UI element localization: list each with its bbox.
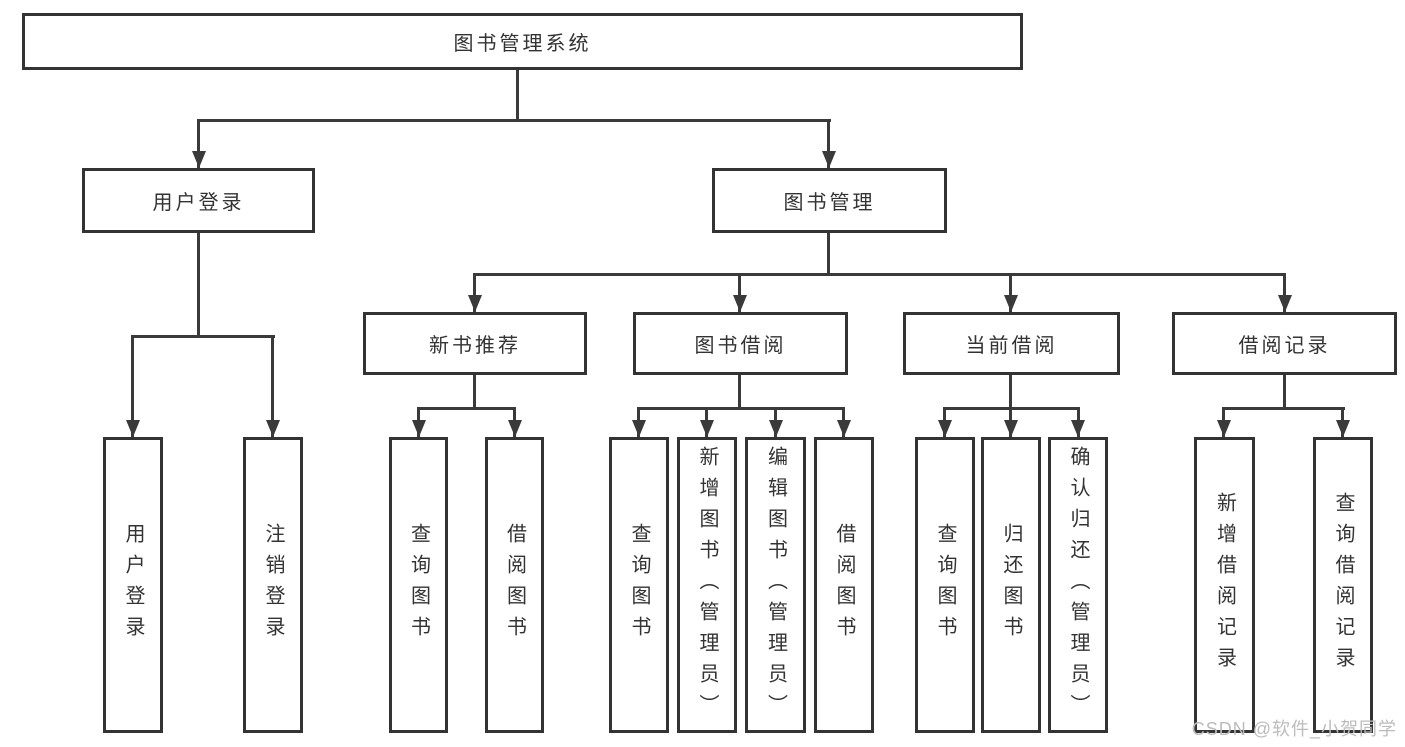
connector-hline	[198, 119, 831, 122]
arrowhead-down	[468, 295, 482, 312]
connector-vline	[738, 375, 741, 407]
connector-vline	[738, 273, 741, 312]
arrowhead-down	[769, 420, 783, 437]
arrowhead-down	[632, 420, 646, 437]
node-confirm-return-admin: 确认归还（管理员）	[1048, 437, 1108, 733]
node-add-borrow-record: 新增借阅记录	[1194, 437, 1255, 733]
leaf-label: 借阅图书	[503, 523, 526, 647]
leaf-label: 编辑图书（管理员）	[764, 445, 787, 725]
leaf-label: 注销登录	[262, 523, 284, 647]
connector-vline	[1009, 375, 1012, 407]
arrowhead-down	[1278, 295, 1292, 312]
leaf-label: 归还图书	[1000, 523, 1022, 647]
arrowhead-down	[822, 151, 836, 168]
connector-vline	[131, 335, 134, 437]
arrowhead-down	[733, 295, 747, 312]
arrowhead-down	[412, 420, 426, 437]
node-return-books: 归还图书	[981, 437, 1041, 733]
node-book-management: 图书管理	[712, 168, 947, 233]
connector-vline	[1009, 273, 1012, 312]
leaf-label: 确认归还（管理员）	[1067, 445, 1089, 725]
leaf-label: 新增借阅记录	[1213, 492, 1236, 678]
connector-vline	[516, 70, 519, 119]
node-library-management-system: 图书管理系统	[22, 13, 1023, 70]
connector-hline	[131, 335, 275, 338]
node-borrow-books-1: 借阅图书	[485, 437, 544, 733]
arrowhead-down	[192, 151, 206, 168]
leaf-label: 新增图书（管理员）	[696, 445, 718, 725]
arrowhead-down	[266, 420, 280, 437]
arrowhead-down	[938, 420, 952, 437]
arrowhead-down	[508, 420, 522, 437]
arrowhead-down	[837, 420, 851, 437]
node-borrowing-records: 借阅记录	[1172, 312, 1397, 375]
arrowhead-down	[1217, 420, 1231, 437]
connector-vline	[1283, 375, 1286, 407]
connector-hline	[473, 273, 1286, 276]
connector-vline	[1283, 273, 1286, 312]
arrowhead-down	[1071, 420, 1085, 437]
leaf-label: 查询借阅记录	[1332, 492, 1354, 678]
node-edit-books-admin: 编辑图书（管理员）	[745, 437, 806, 733]
arrowhead-down	[1004, 420, 1018, 437]
node-query-books-2: 查询图书	[609, 437, 669, 733]
node-current-borrowing: 当前借阅	[903, 312, 1120, 375]
node-new-book-recommendation: 新书推荐	[363, 312, 587, 375]
leaf-label: 查询图书	[934, 523, 956, 647]
connector-vline	[473, 375, 476, 407]
connector-vline	[827, 233, 830, 273]
leaf-label: 借阅图书	[833, 523, 855, 647]
connector-vline	[271, 335, 274, 437]
arrowhead-down	[1004, 295, 1018, 312]
connector-vline	[197, 233, 200, 335]
arrowhead-down	[700, 420, 714, 437]
node-borrow-books-2: 借阅图书	[814, 437, 874, 733]
connector-vline	[197, 119, 200, 168]
node-user-login: 用户登录	[82, 168, 315, 233]
arrowhead-down	[126, 420, 140, 437]
connector-vline	[827, 119, 830, 168]
connector-hline	[637, 407, 845, 410]
leaf-label: 用户登录	[122, 523, 144, 647]
connector-vline	[473, 273, 476, 312]
connector-hline	[417, 407, 516, 410]
node-query-books-1: 查询图书	[389, 437, 448, 733]
connector-hline	[1222, 407, 1345, 410]
node-book-borrowing: 图书借阅	[633, 312, 848, 375]
node-add-books-admin: 新增图书（管理员）	[677, 437, 737, 733]
leaf-label: 查询图书	[628, 523, 650, 647]
node-query-books-3: 查询图书	[915, 437, 975, 733]
leaf-label: 查询图书	[407, 523, 430, 647]
watermark: CSDN @软件_小贺同学	[1191, 719, 1397, 739]
node-query-borrow-record: 查询借阅记录	[1313, 437, 1373, 733]
arrowhead-down	[1336, 420, 1350, 437]
node-user-login-action: 用户登录	[103, 437, 163, 733]
node-logout: 注销登录	[243, 437, 303, 733]
